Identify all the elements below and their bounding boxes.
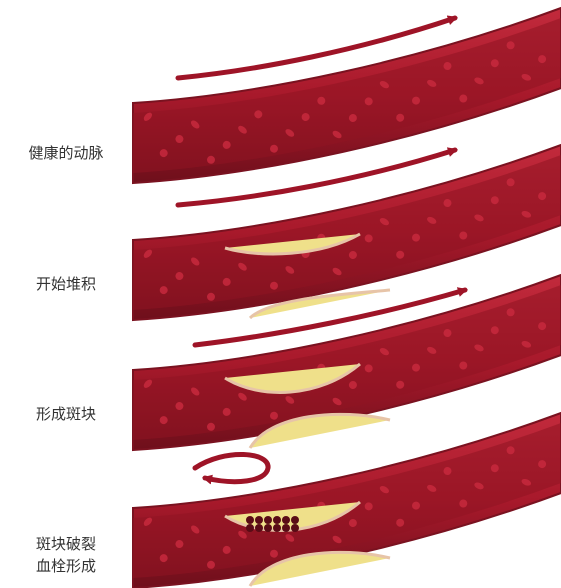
thrombus-cell bbox=[264, 524, 272, 532]
thrombus-cell bbox=[291, 524, 299, 532]
thrombus-cell bbox=[255, 524, 263, 532]
stage-label-buildup: 开始堆积 bbox=[6, 273, 126, 295]
thrombus-cell bbox=[273, 516, 281, 524]
thrombus-cell bbox=[282, 524, 290, 532]
thrombus-cell bbox=[264, 516, 272, 524]
stage-label-line: 血栓形成 bbox=[6, 555, 126, 577]
stage-label-line: 形成斑块 bbox=[6, 403, 126, 425]
stage-label-rupture: 斑块破裂 血栓形成 bbox=[6, 533, 126, 577]
thrombus-cell bbox=[291, 516, 299, 524]
stage-label-healthy: 健康的动脉 bbox=[6, 142, 126, 164]
stage-label-line: 开始堆积 bbox=[6, 273, 126, 295]
stage-label-line: 斑块破裂 bbox=[6, 533, 126, 555]
stage-label-plaque: 形成斑块 bbox=[6, 403, 126, 425]
thrombus-cell bbox=[273, 524, 281, 532]
thrombus-cell bbox=[246, 516, 254, 524]
stage-label-line: 健康的动脉 bbox=[6, 142, 126, 164]
thrombus-cell bbox=[282, 516, 290, 524]
thrombus-cell bbox=[246, 524, 254, 532]
flow-arrow-reverse bbox=[195, 454, 268, 481]
artery-segment-1 bbox=[133, 8, 561, 183]
thrombus-cell bbox=[255, 516, 263, 524]
